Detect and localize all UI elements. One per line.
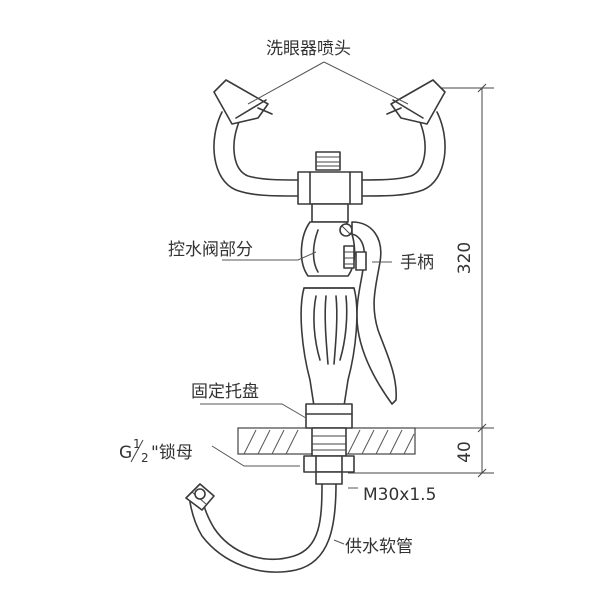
svg-text:"锁母: "锁母 xyxy=(151,443,193,463)
svg-text:2: 2 xyxy=(141,451,149,465)
eyewash-body xyxy=(213,79,446,223)
leader-lines xyxy=(200,61,409,545)
threaded-shank xyxy=(303,427,355,485)
label-lock-nut: G 1 2 "锁母 xyxy=(119,437,193,465)
dimension-40: 40 xyxy=(455,441,475,463)
label-valve: 控水阀部分 xyxy=(168,240,253,260)
handle xyxy=(351,221,397,405)
label-hose: 供水软管 xyxy=(345,537,413,557)
support-column xyxy=(300,287,358,429)
label-nozzle: 洗眼器喷头 xyxy=(266,39,351,59)
label-thread: M30x1.5 xyxy=(363,485,436,505)
label-handle: 手柄 xyxy=(400,253,434,273)
dimension-320: 320 xyxy=(455,242,475,274)
supply-hose xyxy=(185,483,337,573)
valve-body xyxy=(300,221,356,277)
svg-text:1: 1 xyxy=(133,437,141,451)
svg-text:G: G xyxy=(119,443,132,463)
label-tray: 固定托盘 xyxy=(191,382,259,402)
